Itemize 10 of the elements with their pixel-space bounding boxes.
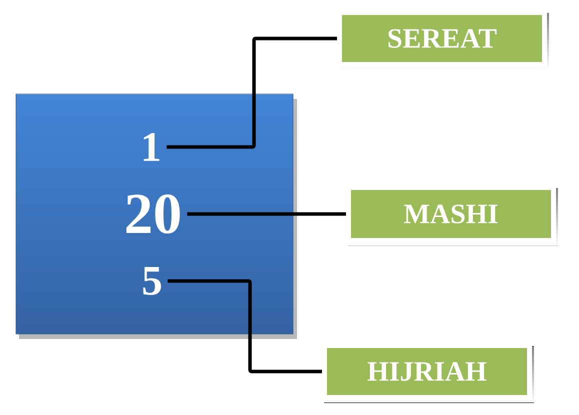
label-box: MASHI: [346, 185, 558, 246]
panel-box: [16, 94, 297, 339]
leader-line: [166, 36, 337, 149]
leader-line: [168, 279, 322, 374]
number: 1: [144, 133, 160, 161]
label-box: HIJRIAH: [322, 342, 534, 403]
number: 20: [126, 194, 180, 234]
leader-line: [187, 212, 346, 216]
label-box: SEREAT: [337, 10, 549, 70]
number: 5: [143, 267, 161, 295]
